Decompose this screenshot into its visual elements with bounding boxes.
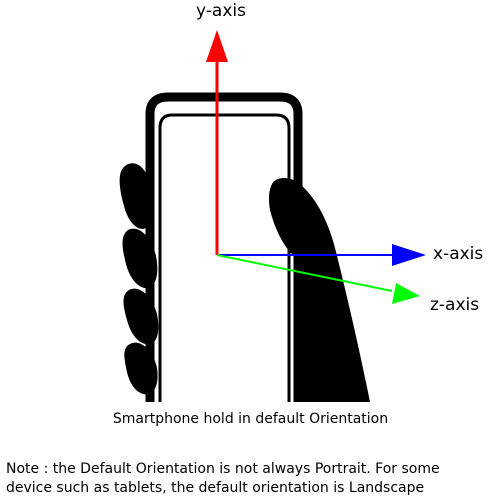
x-axis: [217, 244, 426, 266]
holding-hand-icon: [119, 163, 370, 402]
note-line-1: Note : the Default Orientation is not al…: [6, 461, 440, 477]
y-axis: [206, 30, 228, 255]
diagram-caption: Smartphone hold in default Orientation: [112, 411, 389, 427]
z-axis-label: z-axis: [430, 295, 479, 315]
x-axis-label: x-axis: [433, 244, 483, 264]
orientation-note: Note : the Default Orientation is not al…: [6, 460, 501, 498]
note-line-2: device such as tablets, the default orie…: [6, 480, 425, 496]
y-axis-label: y-axis: [196, 1, 246, 21]
smartphone-icon: [145, 92, 303, 402]
z-axis: [216, 254, 420, 304]
